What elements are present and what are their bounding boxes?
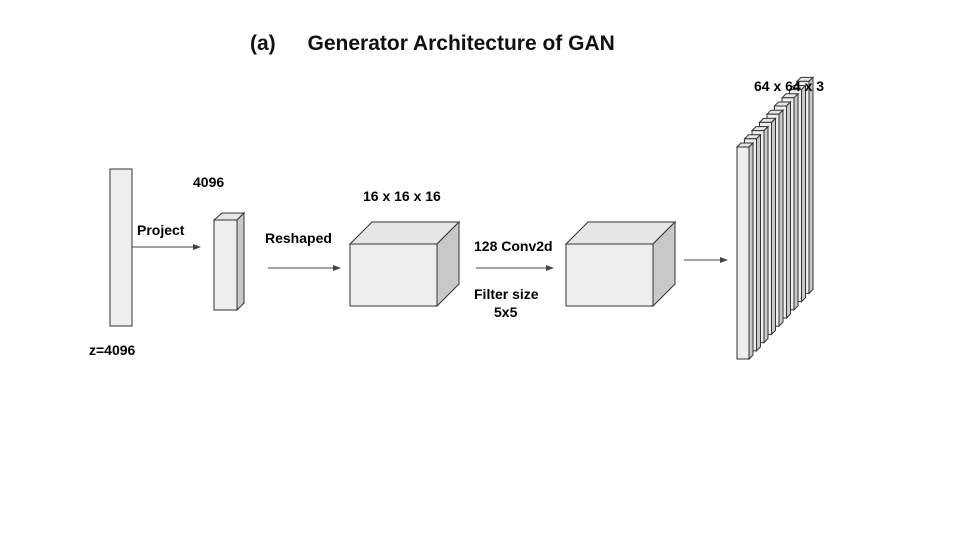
project-label: Project xyxy=(137,222,185,238)
output-feature-map xyxy=(735,141,755,361)
diagram-title: (a) Generator Architecture of GAN xyxy=(250,32,615,56)
filter-size-value: 5x5 xyxy=(494,304,518,320)
conv-output-cube xyxy=(564,220,677,308)
z-input-vector xyxy=(109,168,133,327)
reshape-dims-label: 16 x 16 x 16 xyxy=(363,188,441,204)
filter-size-label: Filter size xyxy=(474,286,539,302)
reshaped-cube xyxy=(348,220,461,308)
figure-title: Generator Architecture of GAN xyxy=(307,32,615,55)
z-label: z=4096 xyxy=(89,342,136,358)
dense-block xyxy=(212,211,246,312)
output-dims-label: 64 x 64 x 3 xyxy=(754,78,825,94)
conv-label: 128 Conv2d xyxy=(474,238,553,254)
reshaped-label: Reshaped xyxy=(265,230,332,246)
figure-label: (a) xyxy=(250,32,276,55)
output-feature-stack xyxy=(735,76,815,361)
dense-size-label: 4096 xyxy=(193,174,225,190)
